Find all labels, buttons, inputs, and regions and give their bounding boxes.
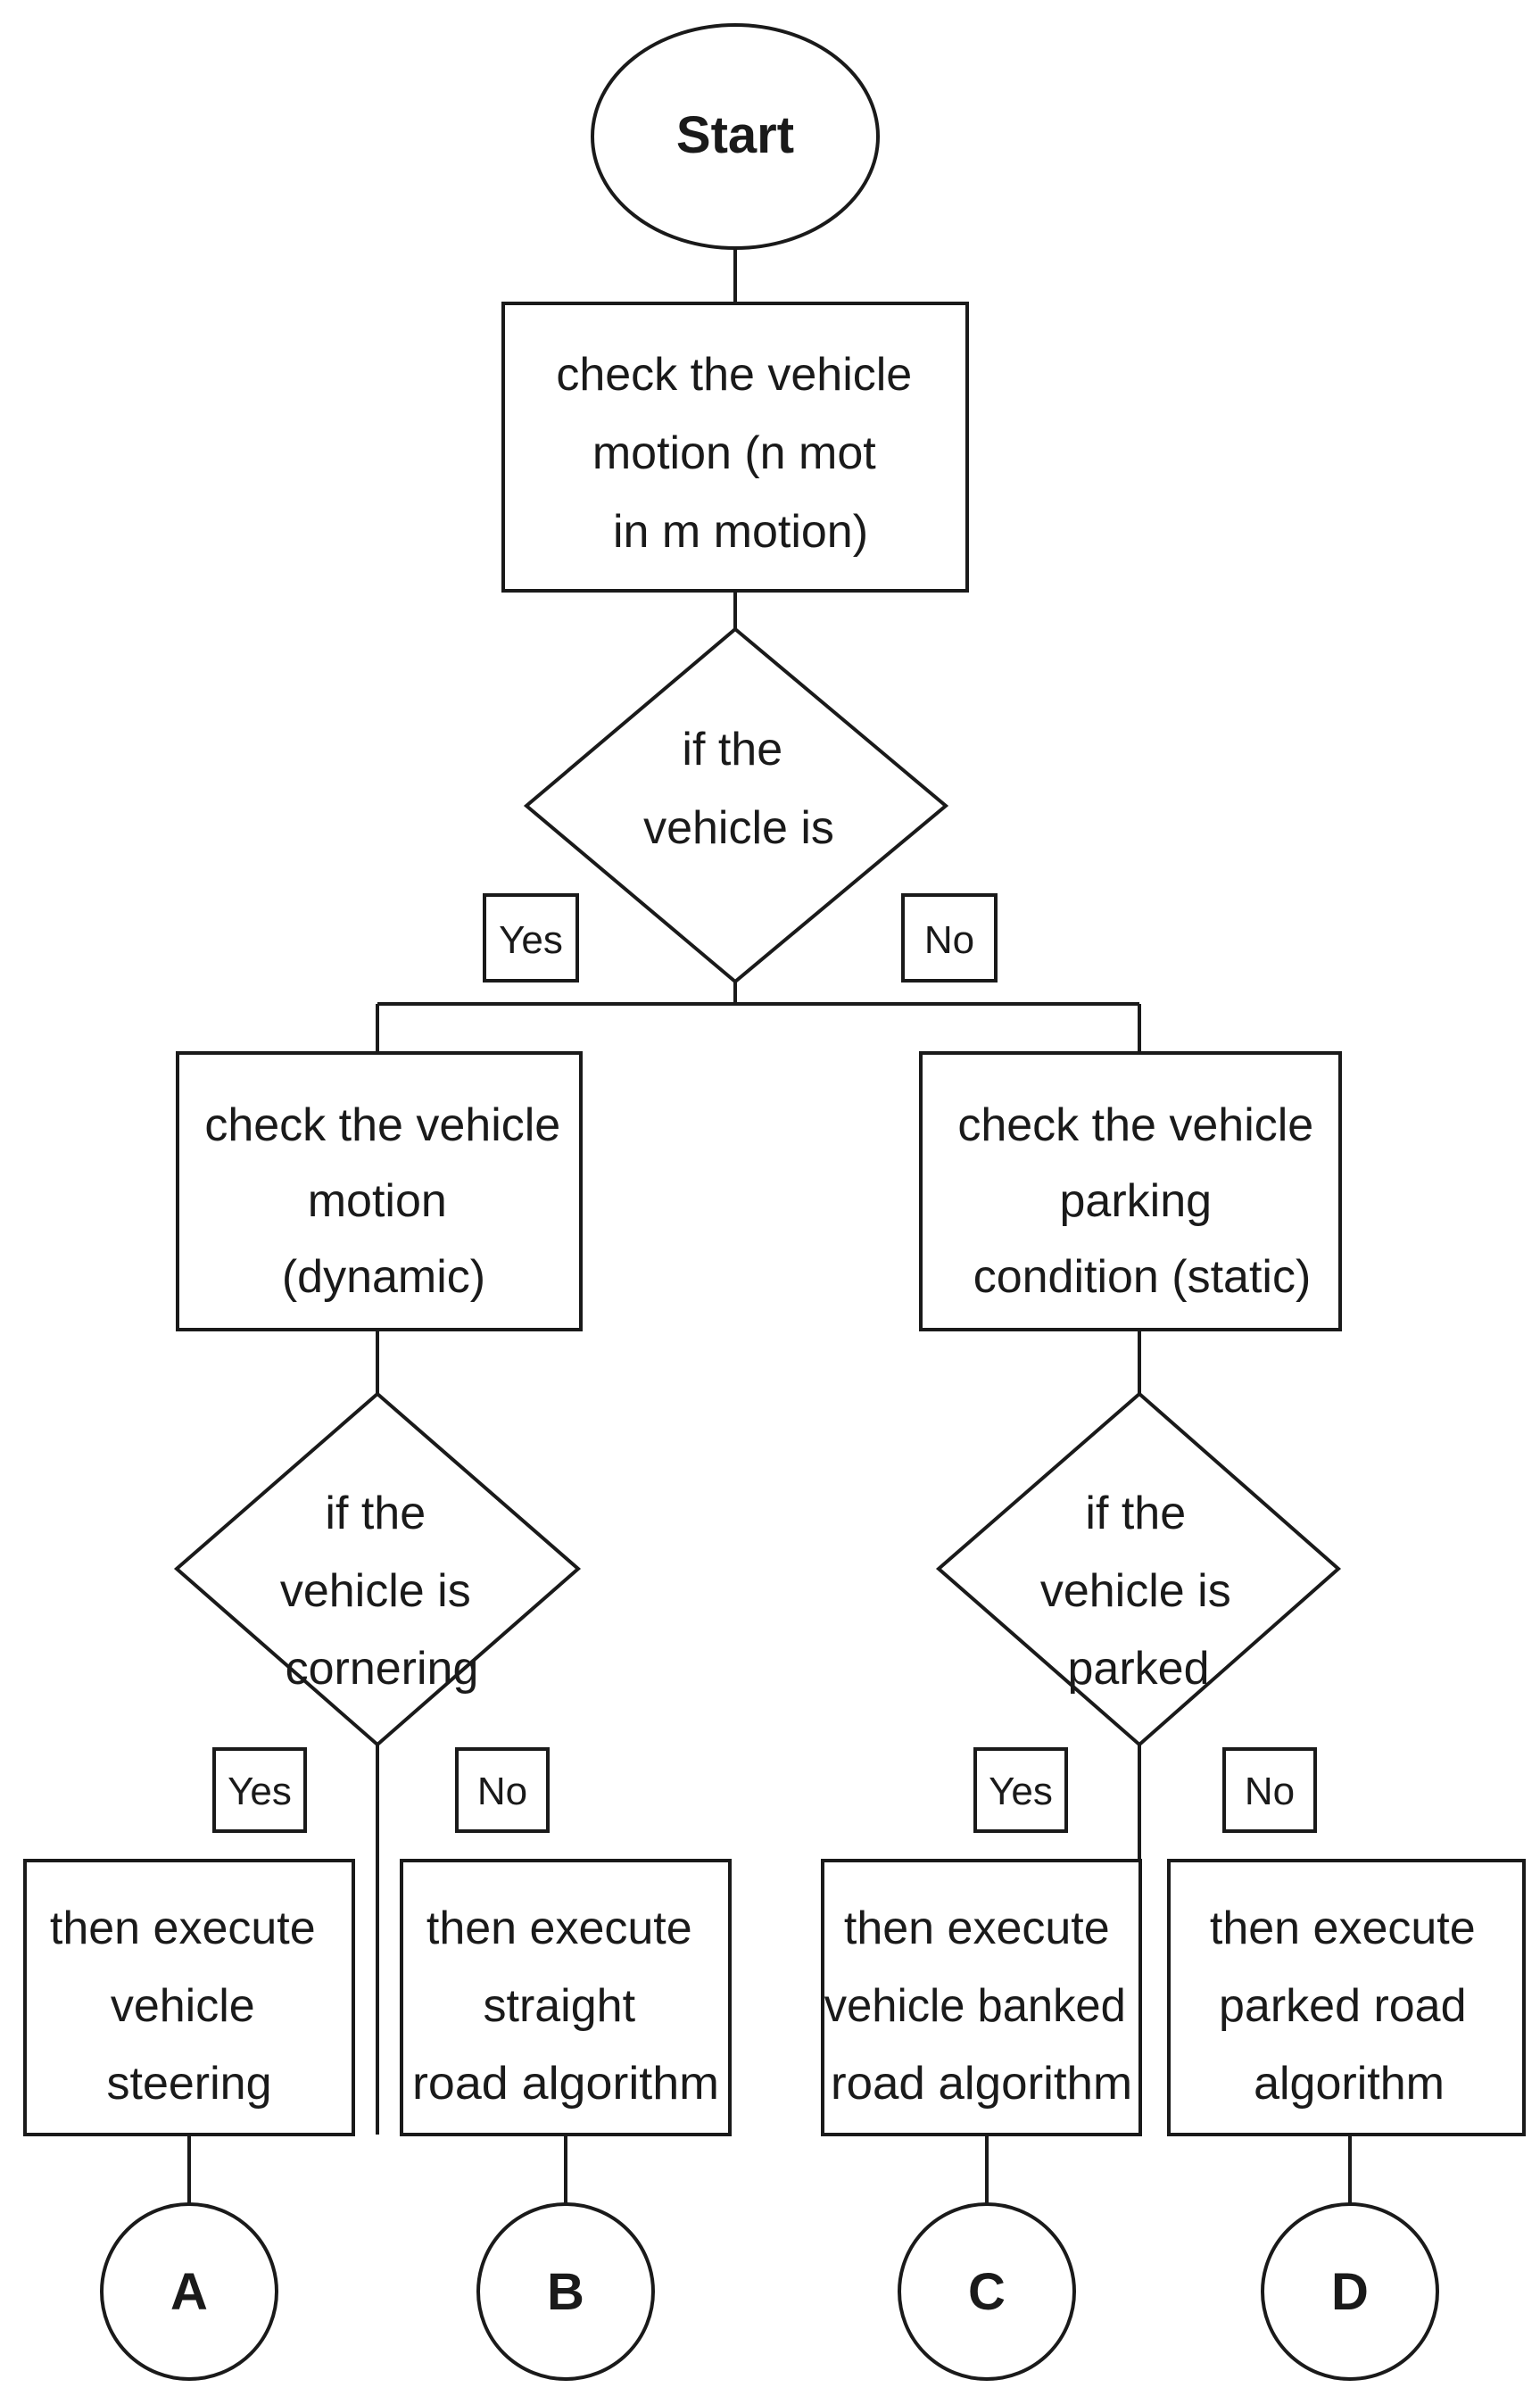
process-exec-straight-line-1: then execute (426, 1903, 692, 1954)
decision-cornering: if the vehicle is cornering (173, 1391, 582, 1747)
svg-text:if the vehicle is: if the vehicle is cornering (280, 1488, 484, 1695)
svg-text:Yes: Yes (228, 1770, 292, 1813)
decision-motion: if the vehicle is (523, 626, 949, 984)
svg-text:D: D (1331, 2263, 1369, 2321)
process-exec-parked-line-1: then execute (1210, 1903, 1476, 1954)
decision-parked-line-1: if the (1085, 1488, 1186, 1539)
svg-text:Yes: Yes (989, 1770, 1053, 1813)
decision-cornering-line-1: if the (325, 1488, 426, 1539)
process-exec-straight-line-2: straight (484, 1980, 636, 2032)
svg-text:No: No (924, 918, 974, 962)
svg-text:check the vehicle motion: check the vehicle motion (dynamic) (204, 1099, 573, 1303)
decision-cornering-line-2: vehicle is (280, 1565, 471, 1617)
decision-parked-line-3: parked (1068, 1643, 1210, 1695)
yes-label-top: Yes (483, 893, 579, 982)
svg-text:if the vehicle is: if the vehicle is (643, 724, 834, 854)
decision-cornering-line-3: cornering (286, 1643, 479, 1695)
process-check-dynamic-line-2: motion (308, 1175, 447, 1227)
yes-label-right: Yes (973, 1747, 1068, 1833)
process-exec-banked-line-1: then execute (844, 1903, 1110, 1954)
process-exec-straight: then execute straight road algorithm (400, 1859, 732, 2136)
yes-label-left: Yes (212, 1747, 307, 1833)
decision-parked-line-2: vehicle is (1040, 1565, 1231, 1617)
process-check-static-line-1: check the vehicle (957, 1099, 1313, 1151)
start-label: Start (676, 106, 794, 164)
process-check-static: check the vehicle parking condition (sta… (919, 1051, 1342, 1331)
process-exec-steering-line-3: steering (107, 2058, 272, 2110)
decision-motion-line-1: if the (682, 724, 782, 775)
connector-a: A (100, 2202, 278, 2381)
svg-text:check the vehicle parkin: check the vehicle parking condition (sta… (957, 1099, 1326, 1303)
process-exec-steering-line-2: vehicle (111, 1980, 255, 2032)
process-exec-steering-line-1: then execute (50, 1903, 316, 1954)
connector-b: B (476, 2202, 655, 2381)
decision-parked: if the vehicle is parked (935, 1391, 1342, 1747)
svg-text:No: No (477, 1770, 527, 1813)
process-exec-parked-line-2: parked road (1219, 1980, 1467, 2032)
process-exec-banked: then execute vehicle banked road algorit… (821, 1859, 1142, 2136)
process-check-static-line-3: condition (static) (973, 1251, 1312, 1303)
no-label-left: No (455, 1747, 550, 1833)
process-exec-straight-line-3: road algorithm (412, 2058, 719, 2110)
svg-text:then execute parked road: then execute parked road algorithm (1210, 1903, 1488, 2110)
process-check-dynamic-line-1: check the vehicle (204, 1099, 560, 1151)
process-check-motion-line-1: check the vehicle (556, 349, 912, 401)
connector-d: D (1261, 2202, 1439, 2381)
no-label-right: No (1222, 1747, 1317, 1833)
start-node: Start (591, 23, 880, 250)
process-exec-banked-line-3: road algorithm (831, 2058, 1132, 2110)
process-exec-parked-line-3: algorithm (1254, 2058, 1445, 2110)
svg-text:Yes: Yes (499, 918, 563, 962)
decision-motion-line-2: vehicle is (643, 802, 834, 854)
process-exec-steering: then execute vehicle steering (23, 1859, 355, 2136)
svg-text:then execute vehicle ban: then execute vehicle banked road algorit… (824, 1903, 1138, 2110)
svg-text:check the vehicle motion: check the vehicle motion (n mot in m mot… (556, 349, 924, 558)
process-check-static-line-2: parking (1059, 1175, 1212, 1227)
svg-text:No: No (1245, 1770, 1295, 1813)
process-check-motion-line-2: motion (n mot (592, 427, 876, 479)
connector-lines (187, 248, 1352, 2204)
no-label-top: No (901, 893, 998, 982)
process-check-motion-line-3: in m motion) (613, 506, 868, 558)
svg-text:if the vehicle is: if the vehicle is parked (1040, 1488, 1244, 1695)
svg-text:then execute vehicle: then execute vehicle steering (50, 1903, 328, 2110)
svg-text:B: B (547, 2263, 584, 2321)
svg-text:then execute straight: then execute straight road algorithm (412, 1903, 719, 2110)
process-exec-parked: then execute parked road algorithm (1167, 1859, 1526, 2136)
process-check-dynamic: check the vehicle motion (dynamic) (176, 1051, 583, 1331)
process-check-motion: check the vehicle motion (n mot in m mot… (501, 302, 969, 593)
svg-text:A: A (170, 2263, 208, 2321)
connector-c: C (898, 2202, 1076, 2381)
process-exec-banked-line-2: vehicle banked (824, 1980, 1126, 2032)
svg-text:C: C (968, 2263, 1006, 2321)
process-check-dynamic-line-3: (dynamic) (282, 1251, 485, 1303)
